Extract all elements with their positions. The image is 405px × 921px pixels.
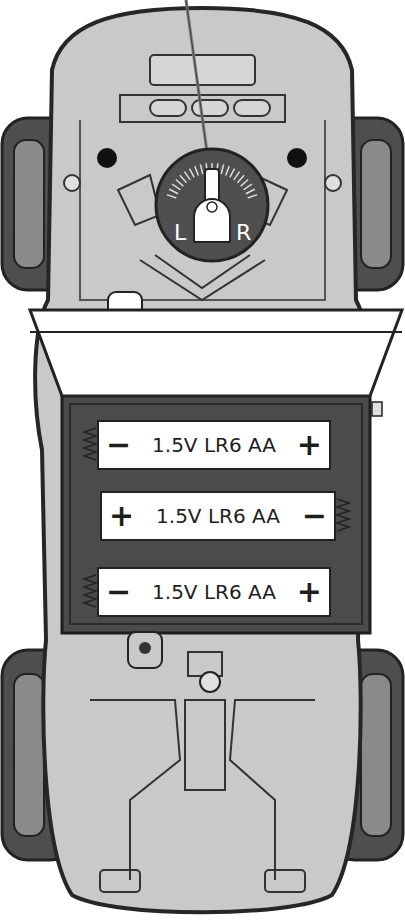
dial-tick bbox=[237, 175, 244, 182]
compartment-rim bbox=[70, 404, 362, 624]
wheel-hub bbox=[361, 674, 391, 836]
battery-type: 1.5V LR6 AA bbox=[156, 504, 280, 528]
dial-tick bbox=[230, 169, 235, 178]
rear-frame bbox=[230, 700, 315, 880]
dial-tick bbox=[169, 189, 178, 194]
dial-tick bbox=[167, 195, 176, 198]
dial-tick bbox=[226, 166, 230, 175]
dial-tick bbox=[234, 172, 240, 180]
polarity-sign: − bbox=[106, 430, 131, 460]
battery-spring bbox=[84, 575, 96, 607]
steering-arm bbox=[118, 175, 160, 225]
grille-slot bbox=[150, 100, 186, 116]
rear-frame bbox=[90, 700, 180, 880]
dial-tick bbox=[241, 180, 249, 187]
chassis-rib bbox=[140, 260, 265, 300]
motor-housing bbox=[185, 700, 225, 790]
dial-tick bbox=[189, 169, 194, 178]
steering-dial: LR bbox=[154, 147, 270, 263]
battery-label: −1.5V LR6 AA + bbox=[97, 567, 331, 617]
grille-slot bbox=[192, 100, 228, 116]
grille-slot bbox=[234, 100, 270, 116]
rear-clip bbox=[128, 632, 162, 668]
dial-tick bbox=[176, 180, 184, 187]
wheel-hub bbox=[14, 674, 44, 836]
battery-spring bbox=[84, 428, 96, 460]
dial-tick bbox=[184, 172, 190, 180]
chassis-line bbox=[80, 120, 325, 300]
dial-tick bbox=[200, 164, 202, 174]
latch bbox=[372, 402, 382, 416]
screw-hole bbox=[97, 148, 117, 168]
bumper-step bbox=[265, 870, 305, 892]
dial-face bbox=[156, 149, 268, 261]
axle-pin bbox=[64, 175, 80, 191]
direction-letter: R bbox=[236, 222, 251, 244]
polarity-sign: − bbox=[106, 577, 131, 607]
rear-screw bbox=[200, 672, 220, 692]
dial-knob bbox=[194, 199, 230, 242]
axle-pin bbox=[325, 175, 341, 191]
dial-tick bbox=[221, 164, 223, 174]
dial-tick bbox=[248, 195, 257, 198]
dial-tick bbox=[246, 189, 255, 194]
direction-letter: L bbox=[174, 222, 186, 244]
battery-compartment bbox=[62, 395, 370, 633]
dial-outline bbox=[154, 147, 270, 263]
dial-tick bbox=[180, 175, 187, 182]
polarity-sign: + bbox=[297, 577, 322, 607]
wheel-hub bbox=[14, 140, 44, 268]
dial-tick bbox=[244, 184, 252, 190]
polarity-sign: + bbox=[297, 430, 322, 460]
polarity-sign: + bbox=[109, 501, 134, 531]
bumper-step bbox=[100, 870, 140, 892]
front-plate bbox=[150, 55, 255, 85]
dial-tick bbox=[172, 184, 180, 190]
battery-type: 1.5V LR6 AA bbox=[152, 580, 276, 604]
knob-pivot bbox=[207, 202, 217, 212]
battery-label: −1.5V LR6 AA + bbox=[97, 420, 331, 470]
wheel-hub bbox=[361, 140, 391, 268]
battery-spring bbox=[337, 499, 349, 531]
battery-label: +1.5V LR6 AA− bbox=[100, 491, 336, 541]
battery-type: 1.5V LR6 AA bbox=[152, 433, 276, 457]
screw-hole bbox=[287, 148, 307, 168]
lid-edge bbox=[30, 331, 402, 333]
dial-tick bbox=[195, 166, 199, 175]
polarity-sign: − bbox=[302, 501, 327, 531]
screw-hole bbox=[139, 642, 151, 654]
battery-lid bbox=[30, 310, 402, 396]
